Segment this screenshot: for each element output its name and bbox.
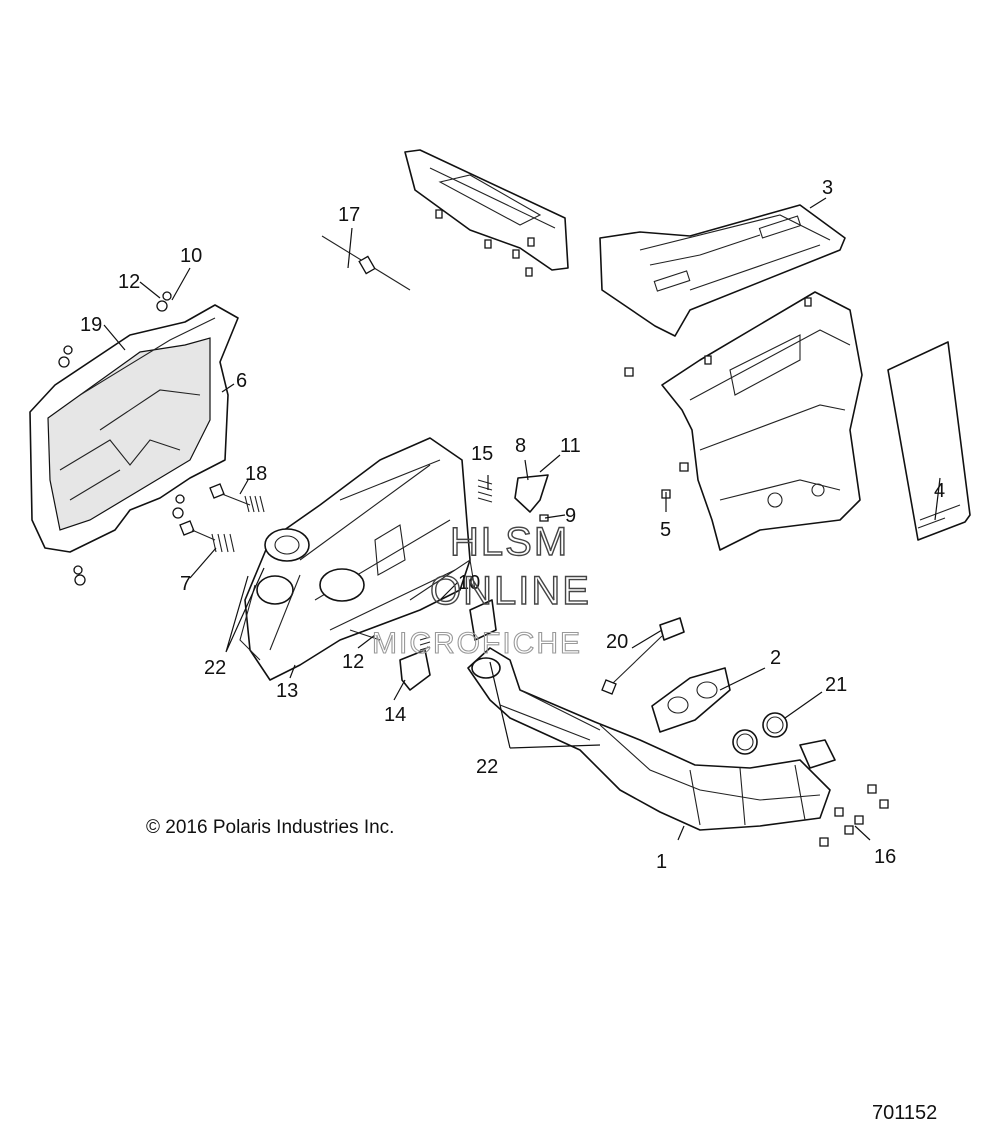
- small-bolt-part-9: [539, 514, 549, 522]
- watermark-line-1: HLSM: [450, 520, 569, 564]
- callout-6: 6: [236, 370, 247, 392]
- diagram-number: 701152: [872, 1102, 937, 1124]
- left-heat-shield-part: [29, 304, 239, 553]
- isolator-part-14a: [399, 649, 431, 691]
- callout-17: 17: [338, 204, 360, 226]
- callout-16: 16: [874, 846, 896, 868]
- upper-shield-screws: [435, 209, 535, 277]
- callout-7: 7: [180, 573, 191, 595]
- watermark: HLSM ONLINE MICROFICHE: [371, 519, 591, 660]
- callout-10-upper: 10: [180, 245, 202, 267]
- catalytic-converter-part: [239, 437, 476, 681]
- spring-bolt-upper: [209, 483, 265, 513]
- callout-15: 15: [471, 443, 493, 465]
- callout-22-left: 22: [204, 657, 226, 679]
- insulation-pad-part: [887, 341, 971, 541]
- right-heat-shield-part: [661, 291, 863, 551]
- callout-10-lower: 10: [458, 572, 480, 594]
- callout-2: 2: [770, 647, 781, 669]
- header-pipe-part: [467, 647, 836, 831]
- callout-20: 20: [606, 631, 628, 653]
- upper-heat-shield-part: [404, 149, 846, 337]
- callout-22-right: 22: [476, 756, 498, 778]
- spring-small: [419, 636, 431, 651]
- callout-4: 4: [934, 480, 945, 502]
- callout-18: 18: [245, 463, 267, 485]
- callout-12-upper: 12: [118, 271, 140, 293]
- callout-21: 21: [825, 674, 847, 696]
- callout-3: 3: [822, 177, 833, 199]
- callout-12-lower: 12: [342, 651, 364, 673]
- watermark-line-2: ONLINE: [430, 569, 591, 613]
- spring-part-15: [477, 479, 493, 503]
- drain-plug-part-8: [514, 474, 549, 513]
- callout-13: 13: [276, 680, 298, 702]
- cable-tie-part: [321, 227, 411, 291]
- callout-8: 8: [515, 435, 526, 457]
- callout-labels: 1 2 3 4 5 6 7 8 9 10 10 11 12 12 13 14 1…: [80, 177, 945, 873]
- isolator-part-14b: [469, 599, 497, 641]
- oxygen-sensor-part: [601, 617, 685, 695]
- exhaust-gasket-part: [651, 667, 731, 733]
- header-bolts-part-16: [819, 784, 889, 847]
- leader-lines: [103, 197, 941, 841]
- spring-bolt-lower: [179, 520, 235, 553]
- left-shield-hardware: [58, 291, 185, 586]
- callout-5: 5: [660, 519, 671, 541]
- callout-1: 1: [656, 851, 667, 873]
- callout-14: 14: [384, 704, 406, 726]
- callout-19: 19: [80, 314, 102, 336]
- sealing-rings-part: [732, 712, 788, 755]
- copyright-notice: © 2016 Polaris Industries Inc.: [146, 817, 394, 838]
- right-shield-screws: [624, 297, 812, 499]
- watermark-line-3: MICROFICHE: [372, 627, 582, 660]
- callout-11: 11: [560, 435, 581, 457]
- callout-9: 9: [565, 505, 576, 527]
